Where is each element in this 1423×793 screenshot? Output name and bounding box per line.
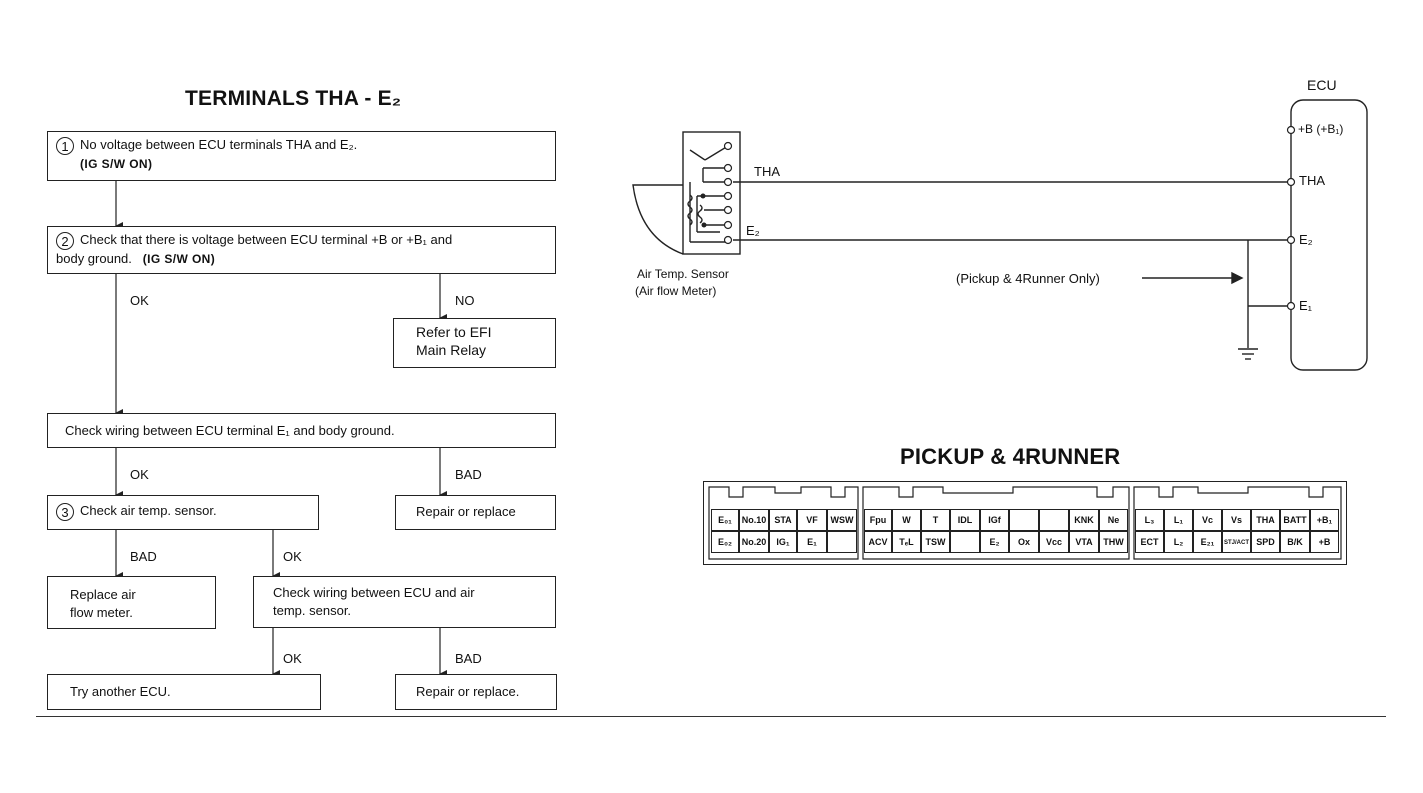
repair-text-2: Repair or replace. bbox=[416, 684, 520, 699]
flowchart-title: TERMINALS THA - E₂ bbox=[185, 87, 402, 110]
connector-title: PICKUP & 4RUNNER bbox=[900, 444, 1121, 469]
pin-ig1: IG₁ bbox=[769, 531, 797, 553]
pin-sta: STA bbox=[769, 509, 797, 531]
efi-relay-line2: Main Relay bbox=[416, 342, 487, 358]
try-ecu-text: Try another ECU. bbox=[70, 684, 171, 699]
sensor-housing bbox=[632, 184, 684, 255]
step3-ok-label: OK bbox=[283, 549, 302, 564]
pin-blank-1 bbox=[827, 531, 857, 553]
pin-blank-2 bbox=[1009, 509, 1039, 531]
pin-b: +B bbox=[1310, 531, 1339, 553]
step3-bad-label: BAD bbox=[130, 549, 157, 564]
pin-vta: VTA bbox=[1069, 531, 1099, 553]
ecu-pin-b: +B (+B₁) bbox=[1298, 122, 1344, 136]
pin-ne: Ne bbox=[1099, 509, 1128, 531]
connector-diagram bbox=[703, 481, 1347, 565]
check-e1-text: Check wiring between ECU terminal E₁ and… bbox=[65, 423, 395, 438]
pin-wsw: WSW bbox=[827, 509, 857, 531]
step1-text: No voltage between ECU terminals THA and… bbox=[80, 137, 358, 152]
pin-igf: IGf bbox=[980, 509, 1009, 531]
wire-label-e2: E₂ bbox=[746, 223, 760, 238]
repair-box-1: Repair or replace bbox=[395, 495, 556, 530]
pin-no10: No.10 bbox=[739, 509, 769, 531]
pin-vs: Vs bbox=[1222, 509, 1251, 531]
pin-acv: ACV bbox=[864, 531, 892, 553]
check-wiring-box: Check wiring between ECU and air temp. s… bbox=[253, 576, 556, 628]
check-wiring-line2: temp. sensor. bbox=[273, 603, 352, 618]
step3-number: 3 bbox=[56, 502, 74, 521]
step3-box: 3 Check air temp. sensor. bbox=[47, 495, 319, 530]
step2-text: Check that there is voltage between ECU … bbox=[80, 232, 453, 247]
wire-label-tha: THA bbox=[754, 164, 780, 179]
try-ecu-box: Try another ECU. bbox=[47, 674, 321, 710]
pin-t: T bbox=[921, 509, 950, 531]
pin-l3: L₃ bbox=[1135, 509, 1164, 531]
pin-e21: E₂₁ bbox=[1193, 531, 1222, 553]
pin-idl: IDL bbox=[950, 509, 980, 531]
sensor-label-line2: (Air flow Meter) bbox=[635, 284, 717, 298]
sensor-box bbox=[682, 131, 741, 255]
repair-box-2: Repair or replace. bbox=[395, 674, 557, 710]
pickup-note: (Pickup & 4Runner Only) bbox=[956, 271, 1100, 286]
check-e1-ok-label: OK bbox=[130, 467, 149, 482]
efi-relay-line1: Refer to EFI bbox=[416, 324, 492, 340]
pin-ect: ECT bbox=[1135, 531, 1164, 553]
replace-meter-box: Replace air flow meter. bbox=[47, 576, 216, 629]
pin-e2: E₂ bbox=[980, 531, 1009, 553]
step3-text: Check air temp. sensor. bbox=[80, 503, 217, 518]
step2-ok-label: OK bbox=[130, 293, 149, 308]
pin-tsw: TSW bbox=[921, 531, 950, 553]
repair-text-1: Repair or replace bbox=[416, 504, 516, 519]
pin-blank-4 bbox=[950, 531, 980, 553]
step1-condition: (IG S/W ON) bbox=[80, 156, 153, 171]
check-e1-box: Check wiring between ECU terminal E₁ and… bbox=[47, 413, 556, 448]
pin-vf: VF bbox=[797, 509, 827, 531]
ecu-label: ECU bbox=[1307, 77, 1337, 93]
pin-tel: TₑL bbox=[892, 531, 921, 553]
pin-spd: SPD bbox=[1251, 531, 1280, 553]
pin-e1: E₁ bbox=[797, 531, 827, 553]
pin-w: W bbox=[892, 509, 921, 531]
pin-l2: L₂ bbox=[1164, 531, 1193, 553]
replace-meter-line1: Replace air bbox=[70, 587, 136, 602]
ecu-pin-e2: E₂ bbox=[1299, 232, 1313, 247]
ecu-box bbox=[1290, 99, 1368, 371]
step2-text-line2: body ground. bbox=[56, 250, 132, 266]
pin-e01: E₀₁ bbox=[711, 509, 739, 531]
pin-e02: E₀₂ bbox=[711, 531, 739, 553]
pin-tha: THA bbox=[1251, 509, 1280, 531]
step2-no-label: NO bbox=[455, 293, 475, 308]
pin-blank-3 bbox=[1039, 509, 1069, 531]
pin-batt: BATT bbox=[1280, 509, 1310, 531]
pin-l1: L₁ bbox=[1164, 509, 1193, 531]
wiring-ok-label: OK bbox=[283, 651, 302, 666]
pin-vc: Vc bbox=[1193, 509, 1222, 531]
pin-thw: THW bbox=[1099, 531, 1128, 553]
page-divider bbox=[36, 716, 1386, 717]
step2-condition: (IG S/W ON) bbox=[142, 251, 216, 266]
ecu-pin-tha: THA bbox=[1299, 173, 1325, 188]
pin-b1: +B₁ bbox=[1310, 509, 1339, 531]
pin-fpu: Fpu bbox=[864, 509, 892, 531]
connector-outline bbox=[707, 485, 1342, 560]
ecu-pin-e1: E₁ bbox=[1299, 298, 1313, 313]
check-e1-bad-label: BAD bbox=[455, 467, 482, 482]
check-wiring-line1: Check wiring between ECU and air bbox=[273, 585, 475, 600]
efi-relay-box: Refer to EFI Main Relay bbox=[393, 318, 556, 368]
pin-stj-act: STJ/ACT bbox=[1222, 531, 1251, 553]
sensor-label-line1: Air Temp. Sensor bbox=[637, 267, 729, 281]
pin-ox: Ox bbox=[1009, 531, 1039, 553]
pin-knk: KNK bbox=[1069, 509, 1099, 531]
pin-bk: B/K bbox=[1280, 531, 1310, 553]
pin-no20: No.20 bbox=[739, 531, 769, 553]
replace-meter-line2: flow meter. bbox=[70, 605, 133, 620]
wiring-bad-label: BAD bbox=[455, 651, 482, 666]
pin-vcc: Vcc bbox=[1039, 531, 1069, 553]
